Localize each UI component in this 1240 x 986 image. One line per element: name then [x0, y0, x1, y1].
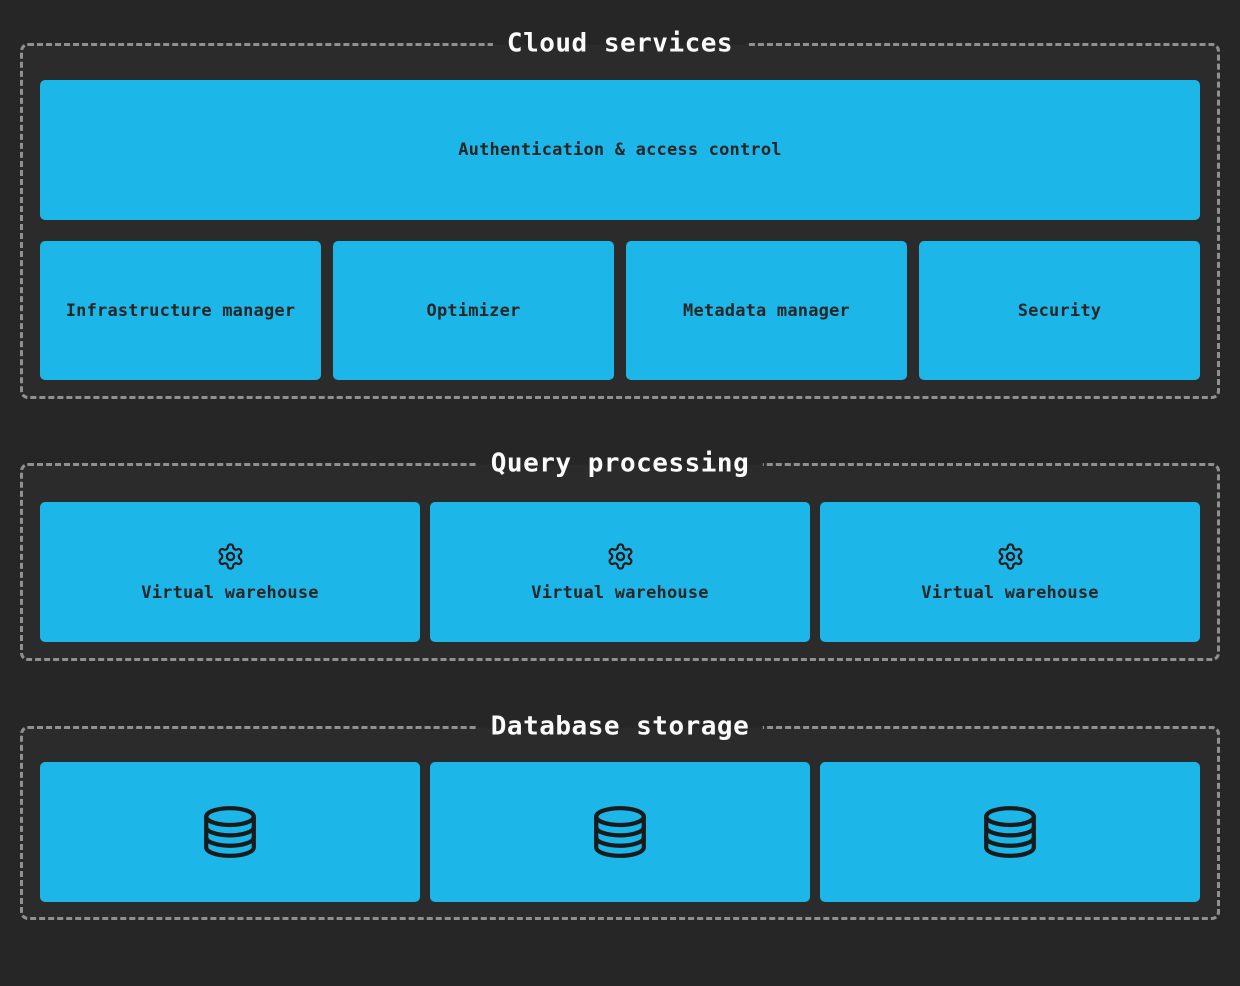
node-label: Security: [1017, 300, 1102, 321]
cloud-services-node-row: Infrastructure manager Optimizer Metadat…: [40, 241, 1200, 380]
node-label: Virtual warehouse: [531, 582, 709, 603]
node-label: Metadata manager: [683, 300, 850, 321]
database-icon: [592, 804, 648, 860]
node-label: Optimizer: [426, 300, 521, 321]
node-database: [430, 762, 810, 902]
database-icon: [982, 804, 1038, 860]
section-query-processing: Query processing Virtual warehouse Virtu…: [20, 446, 1220, 661]
section-cloud-services: Cloud services Authentication & access c…: [20, 26, 1220, 399]
node-authentication-access-control: Authentication & access control: [40, 80, 1200, 220]
node-virtual-warehouse: Virtual warehouse: [820, 502, 1200, 642]
section-database-storage: Database storage: [20, 709, 1220, 920]
database-storage-node-row: [40, 762, 1200, 902]
node-database: [820, 762, 1200, 902]
node-optimizer: Optimizer: [333, 241, 614, 380]
node-database: [40, 762, 420, 902]
architecture-diagram: { "colors": { "page_background": "#26262…: [0, 26, 1240, 986]
gear-icon: [216, 542, 245, 571]
database-icon: [202, 804, 258, 860]
section-title-cloud-services: Cloud services: [492, 26, 748, 62]
node-label: Virtual warehouse: [921, 582, 1099, 603]
node-label: Virtual warehouse: [141, 582, 319, 603]
node-security: Security: [919, 241, 1200, 380]
node-infrastructure-manager: Infrastructure manager: [40, 241, 321, 380]
query-processing-node-row: Virtual warehouse Virtual warehouse Virt…: [40, 502, 1200, 642]
gear-icon: [996, 542, 1025, 571]
node-label: Authentication & access control: [458, 140, 782, 160]
gear-icon: [606, 542, 635, 571]
section-title-query-processing: Query processing: [476, 446, 764, 482]
section-title-database-storage: Database storage: [476, 709, 764, 745]
node-virtual-warehouse: Virtual warehouse: [430, 502, 810, 642]
node-metadata-manager: Metadata manager: [626, 241, 907, 380]
node-label: Infrastructure manager: [65, 300, 296, 321]
node-virtual-warehouse: Virtual warehouse: [40, 502, 420, 642]
